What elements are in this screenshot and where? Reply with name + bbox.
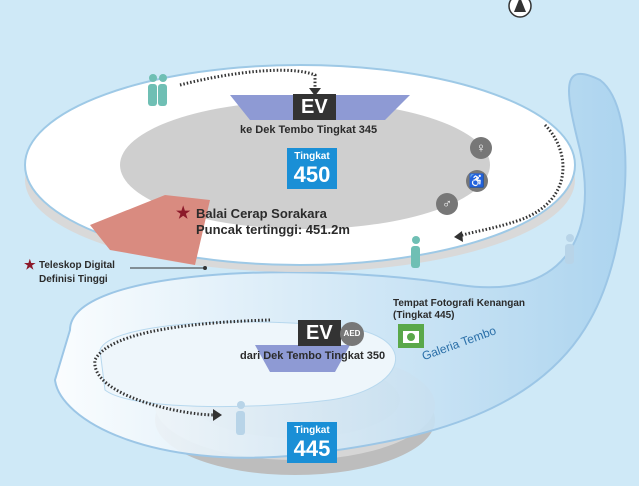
lower-ev-zone — [255, 345, 350, 372]
walking-route — [93, 68, 565, 417]
telescope-label-line2: Definisi Tinggi — [39, 274, 108, 285]
observatory-star-icon: ★ — [176, 205, 191, 222]
observatory-name: Balai Cerap Sorakara — [196, 206, 327, 221]
upper-floor-number: 450 — [293, 162, 331, 187]
walking-person-icon — [411, 236, 420, 268]
telescope-pointer-dot — [203, 266, 207, 270]
walking-person-icon — [236, 234, 574, 435]
lower-ev-caption: dari Dek Tembo Tingkat 350 — [240, 350, 386, 362]
accessible-restroom-icon: ♿ — [466, 170, 488, 192]
upper-ev-caption: ke Dek Tembo Tingkat 345 — [240, 124, 378, 136]
photo-spot-label-line2: (Tingkat 445) — [393, 310, 455, 321]
camera-icon — [398, 324, 424, 348]
observatory-zone — [90, 195, 210, 265]
aed-icon: AED — [340, 322, 364, 346]
lower-floor-badge: Tingkat 445 — [287, 422, 337, 463]
upper-ev-label: EV — [293, 94, 336, 120]
compass-icon — [508, 0, 532, 18]
photo-spot-label-line1: Tempat Fotografi Kenangan — [393, 298, 526, 309]
route-arrowheads — [213, 88, 463, 421]
female-restroom-icon: ♀ — [470, 137, 492, 159]
lower-floor-number: 445 — [293, 436, 331, 461]
lower-ev-label: EV — [298, 320, 341, 346]
telescope-label-line1: Teleskop Digital — [39, 260, 115, 271]
observatory-height: Puncak tertinggi: 451.2m — [196, 222, 350, 237]
upper-floor-word: Tingkat — [294, 151, 330, 162]
male-restroom-icon: ♂ — [436, 193, 458, 215]
lower-floor-word: Tingkat — [294, 425, 330, 436]
walking-people-icon — [148, 74, 167, 106]
upper-floor-badge: Tingkat 450 — [287, 148, 337, 189]
telescope-star-icon: ★ — [24, 257, 36, 272]
